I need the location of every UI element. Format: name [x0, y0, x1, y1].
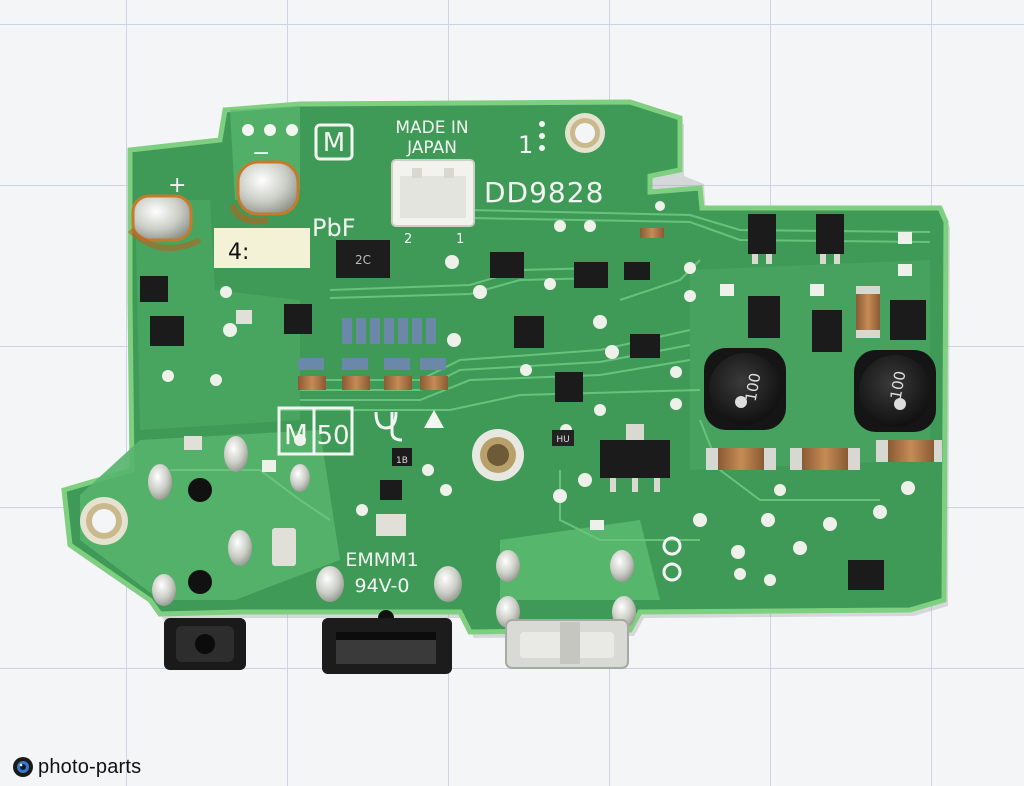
camera-lens-icon [13, 757, 33, 777]
small-components [184, 310, 406, 566]
usb-connector [505, 619, 629, 669]
hu-chip [552, 430, 574, 446]
warning-triangle [424, 410, 444, 428]
grid-line [126, 0, 127, 786]
sticker-text: 4: [228, 240, 249, 265]
mounting-hole [565, 113, 605, 153]
av-connector [322, 618, 452, 674]
ring-pads [662, 536, 682, 582]
connector-pin-1: 1 [456, 232, 464, 247]
inductor-left [704, 348, 786, 430]
board-connector [391, 159, 475, 227]
test-pads [162, 201, 915, 586]
polarity-minus: − [252, 141, 270, 166]
part-number-label: DD9828 [484, 176, 604, 209]
pin-one-label: 1 [518, 131, 533, 159]
ic-chip [336, 240, 390, 278]
cap-terminals [706, 286, 942, 470]
m50-number: 50 [316, 421, 349, 451]
battery-pad-minus [228, 160, 300, 225]
watermark-text: photo-parts [38, 755, 142, 778]
inductor-left-label: 100 [742, 371, 765, 402]
ceramic-capacitors [298, 228, 934, 470]
cap-hu-label: HU [556, 435, 569, 445]
m50-letter: M [284, 418, 308, 451]
ul-mark [374, 411, 403, 442]
battery-pad-plus [127, 194, 202, 251]
made-in-label: MADE IN [395, 118, 468, 138]
watermark: photo-parts [12, 754, 141, 780]
ic-code-label: 2C [355, 253, 371, 267]
via-black [188, 478, 212, 502]
resistor-array [298, 318, 446, 370]
m50-box-num [312, 406, 354, 456]
via-black [188, 570, 212, 594]
connector-pin-2: 2 [404, 232, 412, 247]
cap-1b-label: 1B [396, 456, 408, 466]
polarity-plus: + [168, 173, 186, 198]
audio-jack [164, 618, 246, 670]
sticker-label [214, 228, 310, 268]
smd-ics [140, 214, 926, 590]
center-hole [472, 429, 524, 481]
pbf-label: PbF [312, 214, 356, 242]
flame-rating-label: 94V-0 [354, 575, 409, 597]
mounting-hole [80, 497, 128, 545]
japan-label: JAPAN [406, 138, 457, 158]
grid-line [0, 24, 1024, 25]
inductor-right-label: 100 [887, 369, 910, 400]
ic-pins [610, 254, 840, 492]
emmm-label: EMMM1 [345, 549, 418, 571]
m-logo: M [323, 128, 345, 158]
m-logo-box [314, 123, 354, 161]
silkscreen-dots [242, 121, 545, 151]
inductor-right [854, 350, 936, 432]
